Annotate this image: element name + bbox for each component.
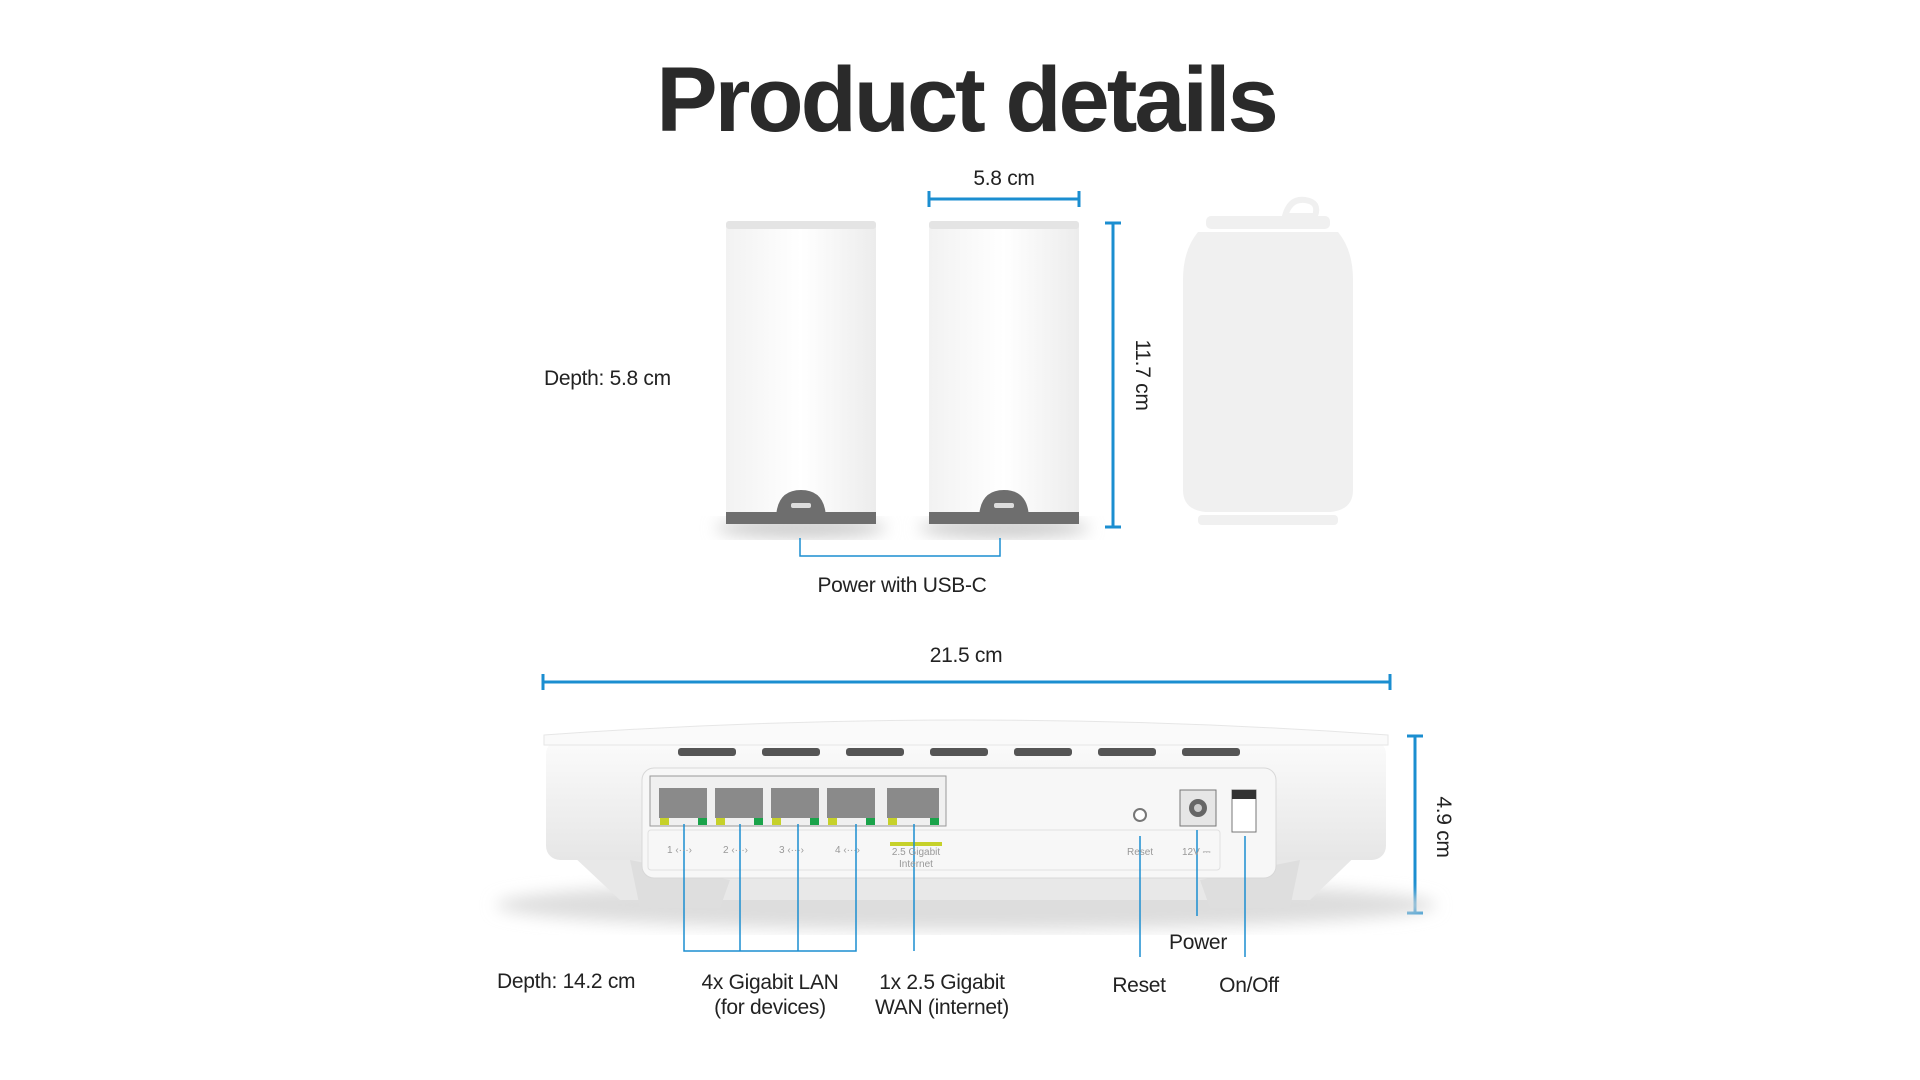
router-width-label: 21.5 cm (929, 644, 1003, 667)
lan-label-line2: (for devices) (714, 996, 826, 1019)
soda-can-silhouette (1183, 196, 1353, 525)
reset-callout-label: Reset (1112, 974, 1166, 997)
router-device (496, 719, 1436, 930)
onoff-callout-label: On/Off (1219, 974, 1279, 997)
power-callout-label: Power (1168, 931, 1228, 954)
wan-port-label: 2.5 Gigabit Internet (892, 847, 940, 871)
dc-port-label: 12V ⎓ (1182, 847, 1211, 858)
router-height-label: 4.9 cm (1432, 796, 1455, 858)
lan-ports-label: 4x Gigabit LAN (for devices) (701, 970, 838, 1020)
satellite-pod-right (919, 221, 1089, 538)
lan-label-line1: 4x Gigabit LAN (701, 971, 839, 994)
pod-height-dimension (1105, 221, 1121, 529)
callout-lines (683, 824, 1246, 957)
page-title: Product details (656, 49, 1279, 151)
router-height-dimension (1407, 734, 1423, 915)
reset-port-label: Reset (1127, 847, 1154, 858)
wan-label-line1: 1x 2.5 Gigabit (879, 971, 1005, 994)
port-label-1: 1 ‹···› (667, 845, 692, 856)
wan-port-label-line2: Internet (899, 859, 933, 870)
wan-label-line2: WAN (internet) (875, 996, 1009, 1019)
wan-port-callout-label: 1x 2.5 Gigabit WAN (internet) (875, 970, 1009, 1020)
port-label-2: 2 ‹···› (723, 845, 748, 856)
reset-button-icon (1133, 808, 1147, 822)
router-width-dimension (541, 674, 1392, 690)
usb-c-power-label: Power with USB-C (817, 574, 987, 597)
ethernet-ports (659, 788, 939, 818)
usb-c-bracket (799, 538, 1001, 557)
satellite-pod-left (716, 221, 886, 538)
pod-depth-label: Depth: 5.8 cm (544, 367, 671, 390)
router-depth-label: Depth: 14.2 cm (497, 970, 636, 993)
pod-height-label: 11.7 cm (1131, 339, 1154, 411)
pod-width-dimension (927, 191, 1081, 207)
port-label-4: 4 ‹···› (835, 845, 860, 856)
port-label-3: 3 ‹···› (779, 845, 804, 856)
wan-port-label-line1: 2.5 Gigabit (891, 847, 941, 858)
pod-width-label: 5.8 cm (973, 167, 1035, 190)
